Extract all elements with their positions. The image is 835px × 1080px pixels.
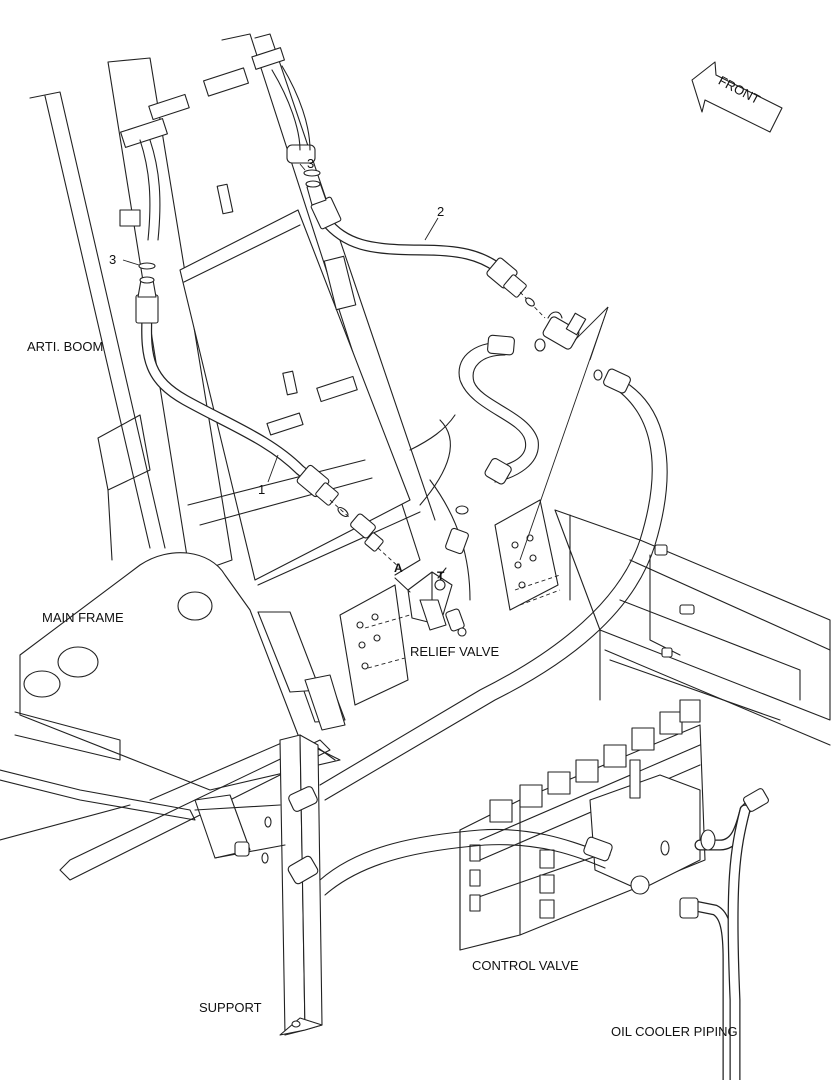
piping-hoses (234, 334, 668, 896)
tee-fitting (519, 306, 609, 561)
support-label: SUPPORT (199, 1000, 262, 1015)
main-frame-label: MAIN FRAME (42, 610, 124, 625)
relief-valve-body (394, 567, 467, 637)
part-number-1: 1 (258, 482, 265, 497)
part-number-3-left: 3 (109, 252, 116, 267)
arti-boom-label: ARTI. BOOM (27, 339, 103, 354)
front-arrow (691, 61, 783, 133)
control-valve (459, 699, 706, 951)
hose-2 (305, 180, 546, 319)
hose-1 (135, 276, 401, 569)
arti-boom (29, 33, 436, 586)
port-a-label: A (394, 561, 403, 575)
part-number-3-right: 3 (307, 156, 314, 171)
control-valve-label: CONTROL VALVE (472, 958, 579, 973)
o-rings (122, 163, 321, 270)
leader-lines (267, 217, 439, 483)
main-frame (0, 414, 831, 881)
oil-cooler-piping (660, 788, 769, 1080)
port-t-label: T (437, 569, 445, 583)
oil-cooler-piping-label: OIL COOLER PIPING (611, 1024, 738, 1039)
part-number-2: 2 (437, 204, 444, 219)
brackets (304, 499, 561, 731)
relief-valve-label: RELIEF VALVE (410, 644, 499, 659)
